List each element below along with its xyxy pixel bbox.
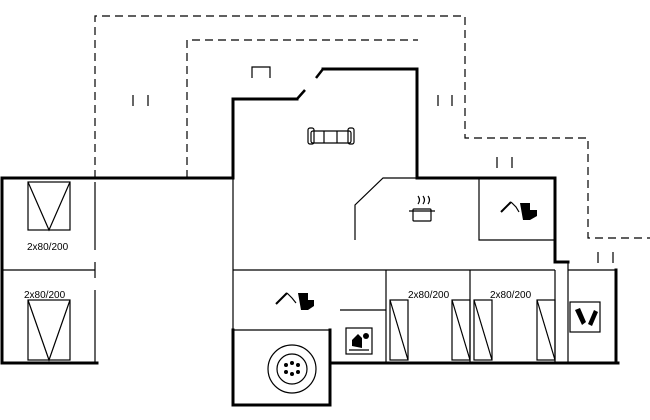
- whirlpool-icon: [267, 344, 317, 394]
- closets: [27, 181, 556, 362]
- chimney-mark: [251, 66, 271, 78]
- toilet-shower-icon: [275, 292, 314, 310]
- bed-label-room3: 2x80/200: [408, 290, 450, 301]
- terrace-marks: [132, 66, 614, 263]
- bed-label-room1: 2x80/200: [27, 242, 69, 253]
- door-segments: [296, 68, 324, 100]
- bed-label-room2: 2x80/200: [24, 290, 66, 301]
- interior-walls: [2, 177, 616, 363]
- terrace-outline-inner: [186, 39, 418, 178]
- terrace-outline-outer: [94, 15, 650, 239]
- cooking-pot-icon: [409, 195, 435, 222]
- bed-label-room4: 2x80/200: [490, 290, 532, 301]
- terrace-outlines: [94, 15, 650, 239]
- toilet-shower-icon: [500, 201, 537, 220]
- sauna-icon: [569, 301, 601, 333]
- washing-machine-icon: [345, 327, 373, 355]
- sofa-icon: [307, 127, 355, 145]
